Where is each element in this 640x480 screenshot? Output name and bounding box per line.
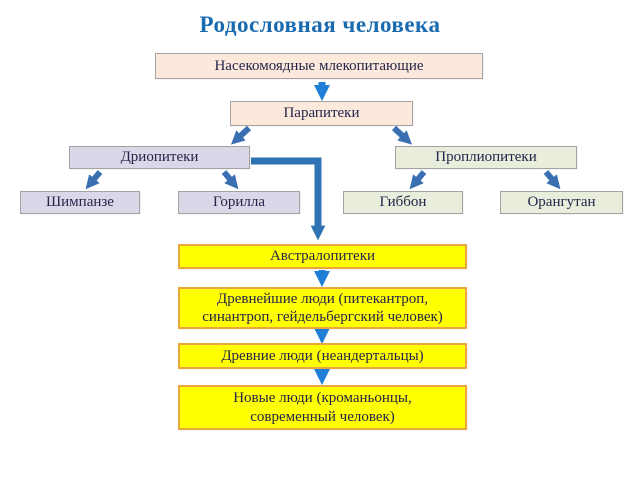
arrow-dryopithecus-to-gorilla [221, 170, 239, 190]
node-gibbon: Гиббон [343, 191, 463, 214]
node-propliopithecus: Проплиопитеки [395, 146, 577, 169]
arrow-dryopithecus-to-chimpanzee [85, 170, 103, 190]
node-dryopithecus: Дриопитеки [69, 146, 250, 169]
node-insectivorous-mammals: Насекомоядные млекопитающие [155, 53, 483, 79]
node-parapithecus: Парапитеки [230, 101, 413, 126]
node-chimpanzee: Шимпанзе [20, 191, 140, 214]
node-earliest-humans: Древнейшие люди (питекантроп, синантроп,… [178, 287, 467, 329]
arrow-parapithecus-to-dryopithecus [230, 125, 252, 145]
node-australopithecus: Австралопитеки [178, 244, 467, 269]
modern-humans-line2: современный человек) [250, 408, 395, 425]
node-gorilla: Горилла [178, 191, 300, 214]
arrow-propliopithecus-to-gibbon [409, 170, 427, 190]
diagram-title: Родословная человека [199, 12, 441, 37]
node-modern-humans: Новые люди (кроманьонцы, современный чел… [178, 385, 467, 430]
earliest-humans-line2: синантроп, гейдельбергский человек) [202, 309, 443, 325]
node-ancient-humans: Древние люди (неандертальцы) [178, 343, 467, 369]
arrow-propliopithecus-to-orangutan [543, 170, 561, 190]
modern-humans-line1: Новые люди (кроманьонцы, [233, 390, 412, 407]
arrow-parapithecus-to-propliopithecus [391, 125, 413, 145]
earliest-humans-line1: Древнейшие люди (питекантроп, [216, 290, 429, 307]
node-orangutan: Орангутан [500, 191, 623, 214]
